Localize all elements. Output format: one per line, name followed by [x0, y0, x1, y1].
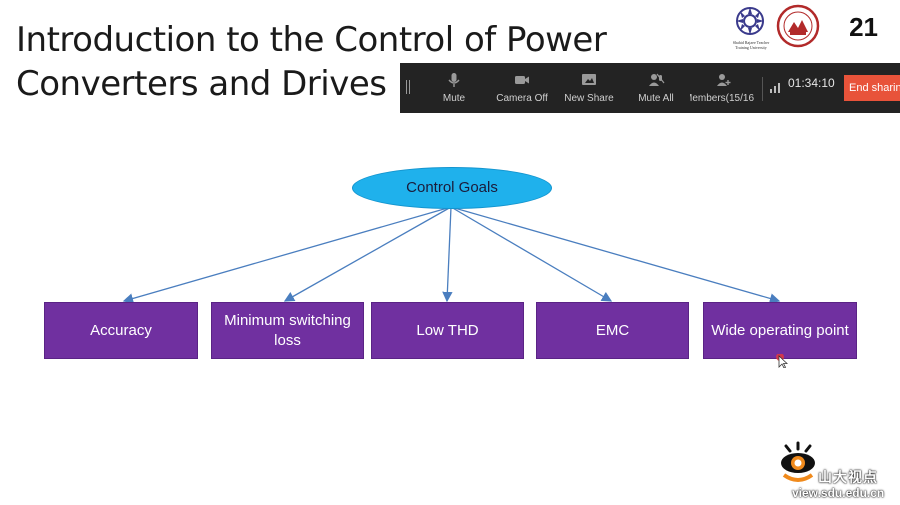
- share-screen-icon: [582, 74, 596, 85]
- arrow-to-wide-operating-point: [450, 206, 781, 304]
- goal-wide-operating-point: Wide operating point: [703, 302, 857, 359]
- slide-title: Introduction to the Control of Power Con…: [16, 18, 607, 106]
- arrow-to-emc: [450, 206, 613, 302]
- camera-off-label: Camera Off: [496, 93, 548, 104]
- university-logo-icon: [736, 7, 764, 35]
- end-sharing-button[interactable]: End sharing: [844, 75, 900, 101]
- signal-icon: [770, 83, 780, 93]
- members-label: Members(15/16: [690, 93, 755, 104]
- microphone-icon: [448, 73, 460, 87]
- arrow-to-switching-loss: [283, 206, 452, 302]
- camera-icon: [515, 76, 529, 84]
- goal-accuracy: Accuracy: [44, 302, 198, 359]
- toolbar-divider: [762, 77, 763, 101]
- mute-label: Mute: [442, 93, 466, 104]
- mute-all-label: Mute All: [638, 93, 674, 104]
- watermark-url: view.sdu.edu.cn: [792, 486, 885, 500]
- new-share-label: New Share: [564, 93, 614, 104]
- members-button[interactable]: Members(15/16: [690, 71, 756, 107]
- watermark-logo-icon: [781, 441, 815, 482]
- arrow-to-low-thd: [442, 206, 453, 303]
- university-seal-icon: [776, 4, 820, 48]
- slide-title-line1: Introduction to the Control of Power: [16, 20, 607, 60]
- page-number: 21: [849, 12, 878, 42]
- new-share-button[interactable]: New Share: [564, 71, 614, 107]
- goal-emc: EMC: [536, 302, 689, 359]
- goal-low-thd: Low THD: [371, 302, 524, 359]
- control-goals-node: Control Goals: [352, 167, 552, 209]
- goal-minimum-switching-loss: Minimum switching loss: [211, 302, 364, 359]
- members-icon: [717, 74, 731, 86]
- watermark-chinese: 山大视点: [818, 470, 878, 486]
- mute-all-button[interactable]: Mute All: [636, 71, 676, 107]
- mute-all-icon: [649, 73, 665, 86]
- toolbar-drag-handle[interactable]: [406, 80, 414, 96]
- mute-button[interactable]: Mute: [436, 71, 472, 107]
- slide-title-line2: Converters and Drives: [16, 64, 387, 104]
- mouse-pointer-icon: [776, 354, 788, 368]
- meeting-timer: 01:34:10: [788, 76, 835, 90]
- meeting-toolbar: Mute Camera Off New Share Mute All: [400, 63, 900, 113]
- camera-off-button[interactable]: Camera Off: [494, 71, 550, 107]
- arrow-to-accuracy: [122, 206, 452, 304]
